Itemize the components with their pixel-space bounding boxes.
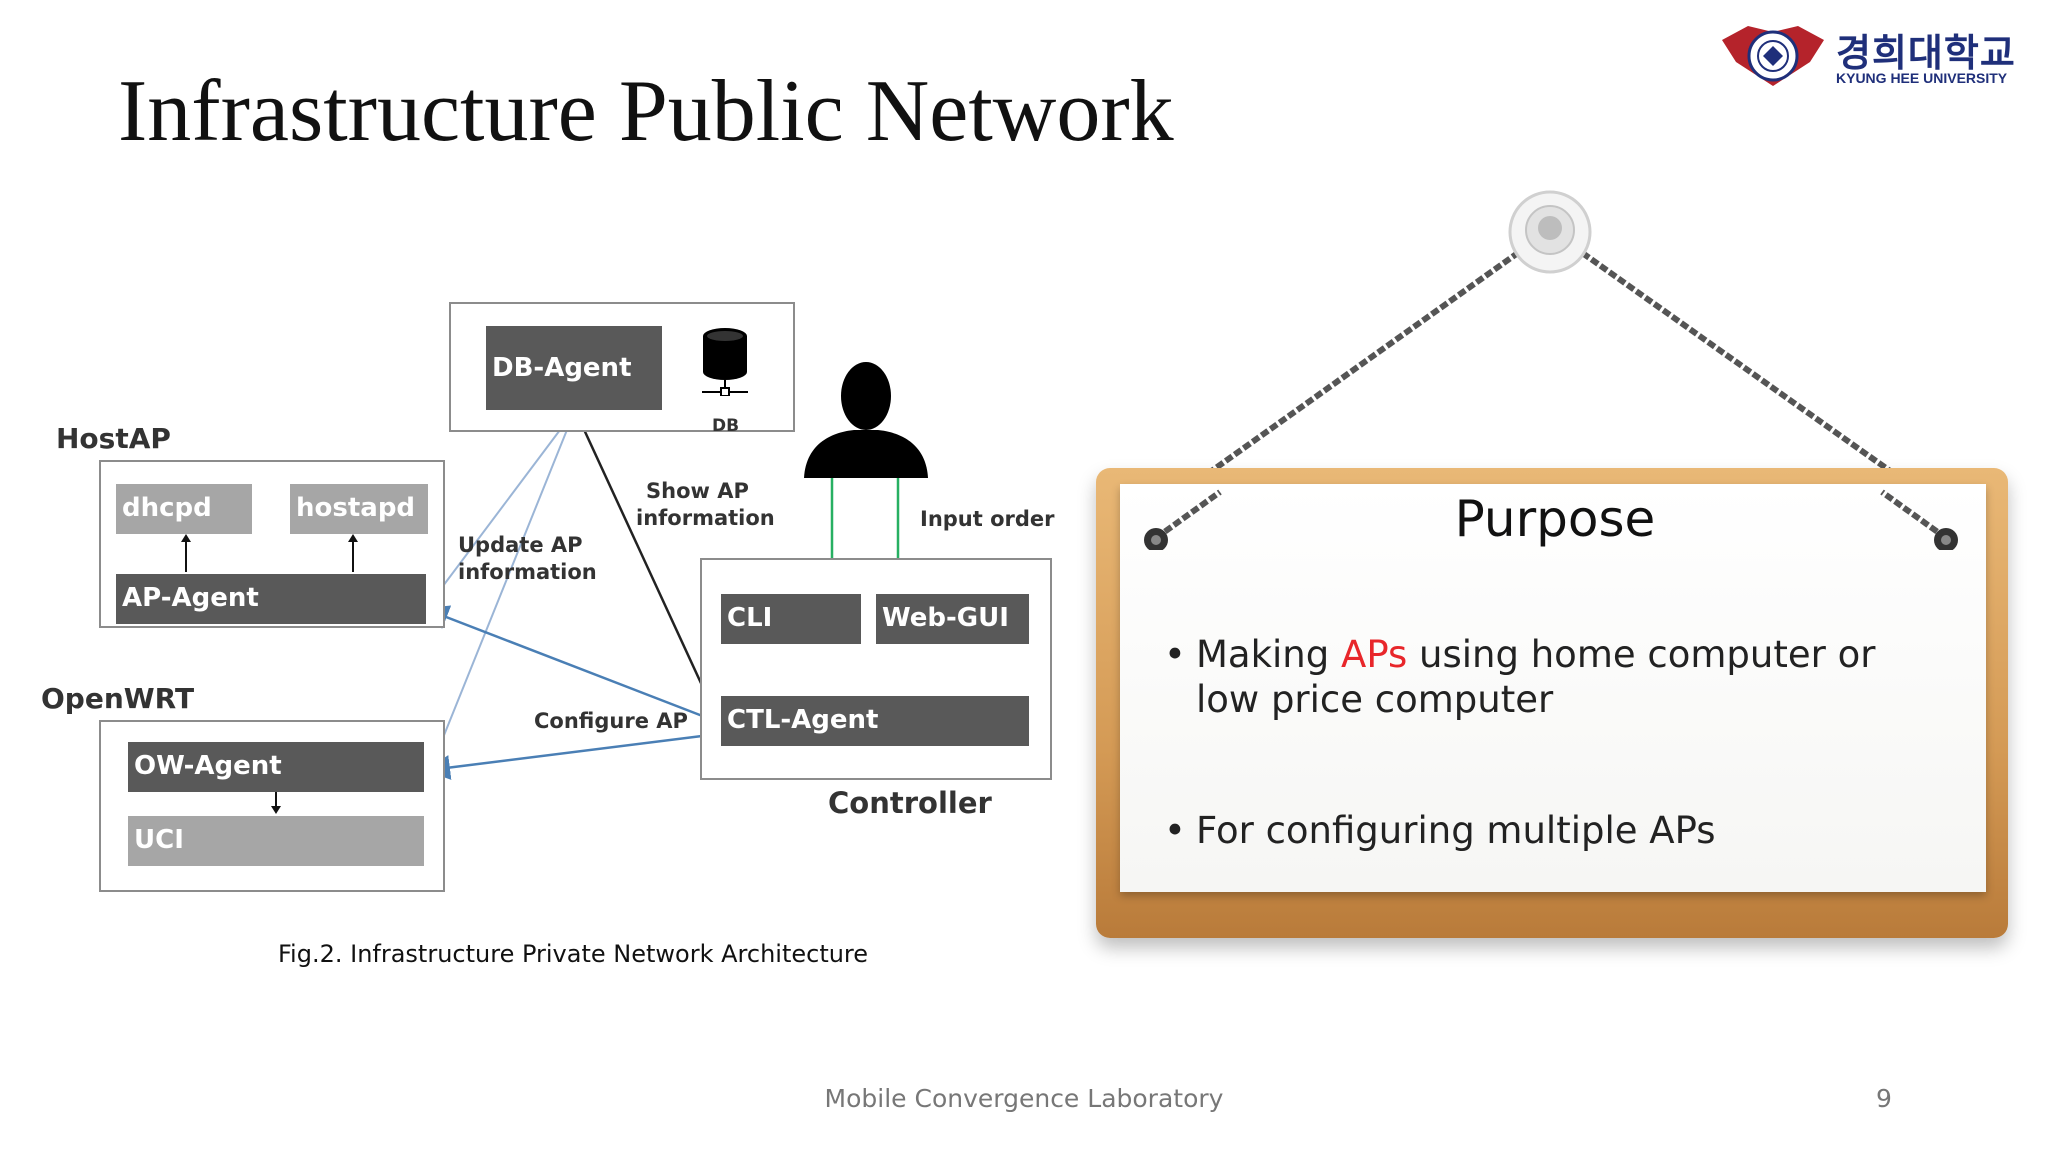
- show-ap-label-line1: Show AP: [646, 479, 749, 503]
- logo-korean-name: 경희대학교: [1836, 31, 2016, 75]
- dhcpd-box: dhcpd: [116, 484, 252, 534]
- bullet-text: using home computer or: [1407, 633, 1876, 676]
- agent-up-arrows: [181, 534, 358, 572]
- cli-box: CLI: [721, 594, 861, 644]
- controller-container: [700, 558, 1052, 780]
- bullet-item-2: • For configuring multiple APs: [1164, 808, 1716, 853]
- uci-box: UCI: [128, 816, 424, 866]
- bullet-item-2-text: For configuring multiple APs: [1196, 809, 1716, 852]
- user-icon: [804, 362, 928, 478]
- page-number: 9: [1876, 1084, 1892, 1113]
- update-ap-label-line1: Update AP: [458, 533, 583, 557]
- update-line-ow: [429, 409, 576, 771]
- configure-ap-label: Configure AP: [534, 709, 688, 733]
- bullet-item-1-line1: Making APs using home computer or: [1196, 632, 1875, 677]
- show-ap-label: Show AP information: [636, 478, 775, 532]
- web-gui-box: Web-GUI: [876, 594, 1029, 644]
- ow-agent-box: OW-Agent: [128, 742, 424, 792]
- board-paper: [1120, 484, 1986, 892]
- openwrt-title: OpenWRT: [41, 682, 195, 715]
- university-logo: 경희대학교 KYUNG HEE UNIVERSITY: [1718, 18, 2034, 94]
- footer-text: Mobile Convergence Laboratory: [824, 1084, 1224, 1113]
- ow-down-arrow: [271, 792, 281, 814]
- figure-caption: Fig.2. Infrastructure Private Network Ar…: [278, 940, 869, 968]
- update-ap-label-line2: information: [458, 560, 597, 584]
- hanging-rope: [1179, 227, 1923, 490]
- show-line: [555, 386, 720, 721]
- logo-english-name: KYUNG HEE UNIVERSITY: [1836, 70, 2008, 86]
- bullet-item-1-line2: low price computer: [1196, 678, 1554, 721]
- bullet-text: Making: [1196, 633, 1342, 676]
- bullet-dot-icon: •: [1164, 633, 1186, 676]
- db-agent-box: DB-Agent: [486, 326, 662, 410]
- database-icon: [702, 328, 748, 396]
- hostapd-box: hostapd: [290, 484, 428, 534]
- show-ap-label-line2: information: [636, 506, 775, 530]
- ctl-agent-box: CTL-Agent: [721, 696, 1029, 746]
- purpose-board: Purpose • Making APs using home computer…: [1090, 190, 2020, 950]
- hanging-pin-icon: [1508, 190, 1592, 274]
- configure-line-ow: [425, 732, 719, 780]
- input-order-label: Input order: [920, 507, 1055, 531]
- update-line-ap: [424, 409, 576, 611]
- update-ap-label: Update AP information: [458, 532, 597, 586]
- controller-title: Controller: [828, 786, 992, 820]
- board-rope-overlay: [1144, 489, 1958, 550]
- highlight-text: APs: [1341, 633, 1408, 676]
- board-title: Purpose: [1454, 490, 1656, 548]
- bullet-item-1: • Making APs using home computer or low …: [1164, 632, 1875, 722]
- configure-line-ap: [423, 605, 719, 724]
- ap-agent-box: AP-Agent: [116, 574, 426, 624]
- bullet-dot-icon: •: [1164, 809, 1186, 852]
- architecture-diagram: DB-Agent DB HostAP dhcpd hostapd AP-Agen…: [0, 280, 1080, 920]
- slide-title: Infrastructure Public Network: [118, 63, 1174, 160]
- db-label: DB: [712, 416, 740, 436]
- university-emblem-icon: [1722, 26, 1824, 86]
- hostap-title: HostAP: [56, 422, 171, 455]
